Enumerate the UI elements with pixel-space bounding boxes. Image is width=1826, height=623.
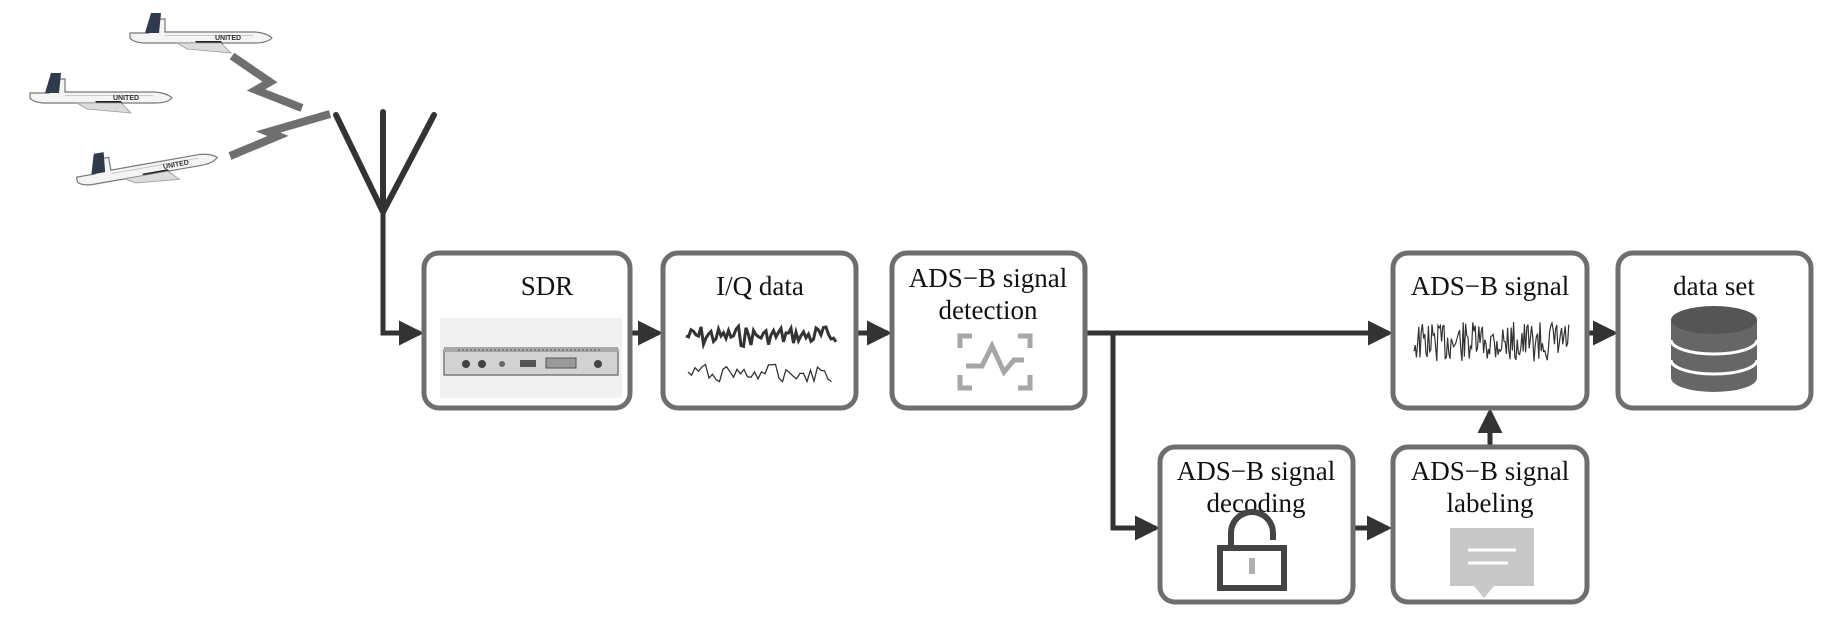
detection-label-line2: detection [939, 295, 1038, 325]
aircraft-livery-text: UNITED [113, 95, 139, 102]
transmission-signal-2 [228, 110, 332, 160]
labeling-label-line1: ADS−B signal [1411, 456, 1570, 486]
data-set-node: data set [1615, 250, 1814, 411]
sdr-label: SDR [521, 271, 574, 301]
signal-detection-node: ADS−B signal detection [889, 250, 1088, 411]
aircraft-1: UNITED [129, 12, 273, 54]
detection-label-line1: ADS−B signal [909, 263, 1068, 293]
unlocked-padlock-icon [1217, 509, 1287, 591]
aircraft-livery-text: UNITED [215, 35, 241, 42]
sdr-node: SDR [421, 250, 633, 411]
signal-labeling-node: ADS−B signal labeling [1390, 444, 1590, 605]
transmission-signal-1 [229, 52, 304, 112]
dataset-label: data set [1673, 271, 1755, 301]
aircraft-3: UNITED [72, 132, 221, 198]
airplane-icon [129, 12, 273, 54]
connectors [380, 212, 1619, 541]
iq-data-label: I/Q data [716, 271, 804, 301]
decoding-label-line1: ADS−B signal [1177, 456, 1336, 486]
aircraft-2: UNITED [29, 72, 173, 114]
ads-b-signal-node: ADS−B signal [1390, 250, 1590, 411]
signal-decoding-node: ADS−B signal decoding [1157, 444, 1356, 605]
antenna-icon [333, 109, 437, 215]
database-icon [1669, 306, 1759, 392]
airplane-icon [29, 72, 173, 114]
iq-waveform-icon [685, 322, 838, 384]
label-tag-icon [1450, 528, 1534, 598]
labeling-label-line2: labeling [1447, 488, 1534, 518]
aircraft-livery-text: UNITED [163, 159, 190, 170]
signal-waveform-icon [1413, 321, 1570, 362]
signal-detection-icon [957, 333, 1033, 391]
signal-label: ADS−B signal [1411, 271, 1570, 301]
arrow-antenna-to-sdr [380, 212, 425, 346]
arrow-branch-to-decoding [1110, 333, 1161, 541]
sdr-device-icon [440, 318, 622, 398]
airplane-icon [72, 132, 221, 198]
iq-data-node: I/Q data [660, 250, 859, 411]
